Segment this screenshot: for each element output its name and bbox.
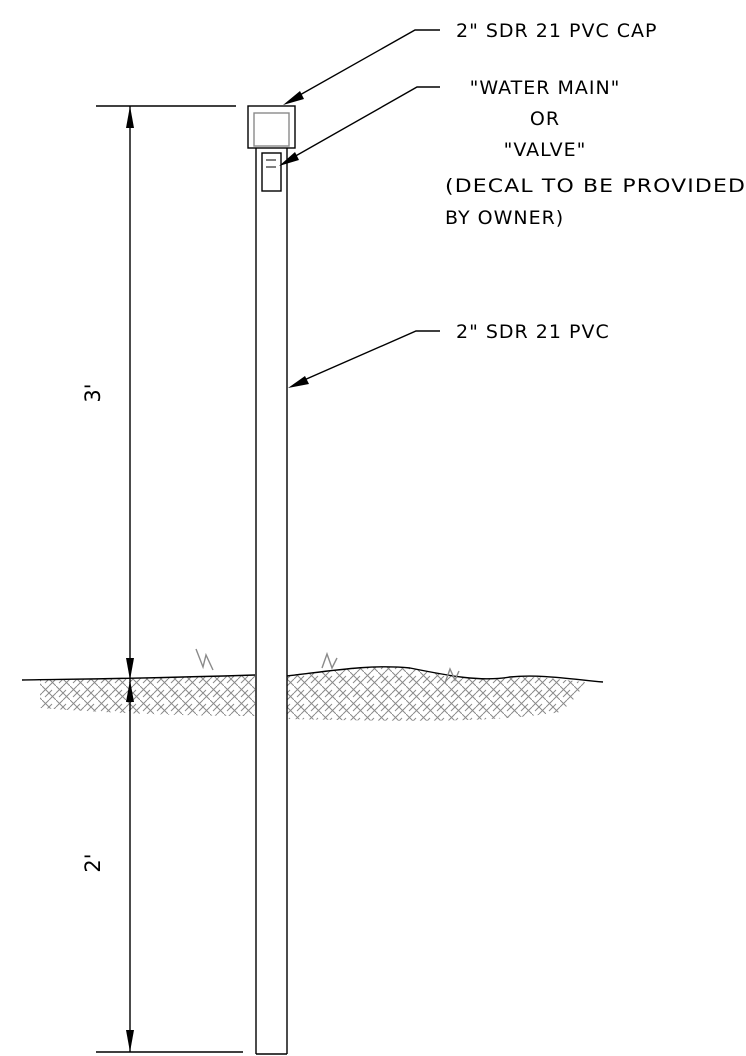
decal-label-line2: OR (530, 108, 560, 130)
cap-label: 2" SDR 21 PVC CAP (456, 20, 658, 42)
decal-label-line3: "VALVE" (504, 139, 587, 161)
pvc-pipe (255, 148, 288, 1055)
dimension-lines (96, 105, 243, 1053)
decal-leader (279, 86, 440, 166)
pipe-label: 2" SDR 21 PVC (456, 321, 610, 343)
ground-line (21, 666, 604, 683)
pipe-leader (288, 330, 440, 388)
dimension-above-grade: 3' (81, 383, 105, 402)
grass-tufts (195, 648, 460, 684)
dimension-below-grade: 2' (81, 853, 105, 872)
pvc-cap (247, 105, 296, 149)
soil-hatch (40, 666, 585, 721)
decal-label-line1: "WATER MAIN" (470, 77, 621, 99)
cap-leader (283, 29, 440, 105)
decal (261, 152, 282, 192)
decal-label-line4: (DECAL TO BE PROVIDED (445, 175, 746, 197)
decal-label-line5: BY OWNER) (445, 207, 564, 229)
